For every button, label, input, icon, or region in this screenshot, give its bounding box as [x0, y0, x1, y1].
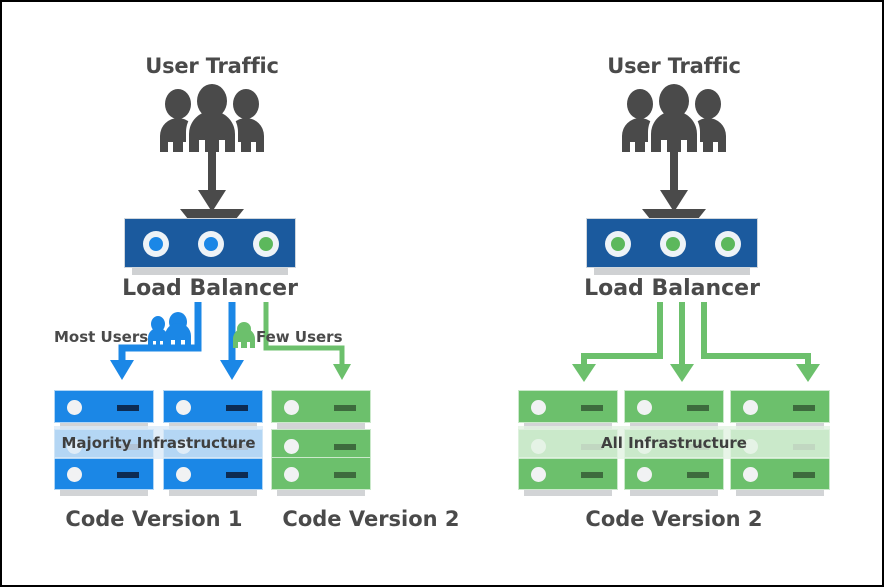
server-unit [730, 390, 830, 429]
code-version-2-label-left: Code Version 2 [282, 507, 460, 531]
majority-infrastructure-band: Majority Infrastructure [54, 426, 263, 459]
left-routing-connectors [42, 302, 382, 388]
server-led-icon [637, 467, 652, 482]
server-slot-icon [334, 405, 356, 411]
server-body [163, 457, 263, 490]
server-body [730, 457, 830, 490]
left-users-group-icon [156, 79, 268, 152]
left-load-balancer-box [124, 218, 296, 268]
server-led-icon [743, 400, 758, 415]
server-unit [624, 390, 724, 429]
server-body [624, 390, 724, 423]
server-shadow [736, 490, 824, 496]
server-body [271, 429, 371, 462]
server-slot-icon [226, 472, 248, 478]
server-shadow [277, 423, 365, 429]
server-led-icon [637, 400, 652, 415]
server-slot-icon [117, 405, 139, 411]
server-slot-icon [581, 472, 603, 478]
server-slot-icon [117, 472, 139, 478]
right-user-traffic-title: User Traffic [607, 54, 741, 78]
majority-infrastructure-label: Majority Infrastructure [61, 433, 256, 452]
right-load-balancer-label: Load Balancer [584, 276, 760, 301]
right-load-balancer-cap [642, 209, 706, 219]
server-body [54, 390, 154, 423]
lb-led-3 [715, 231, 741, 257]
lb-led-3 [253, 231, 279, 257]
right-users-group-icon [618, 79, 730, 152]
server-unit [54, 390, 154, 429]
server-body [518, 457, 618, 490]
server-shadow [524, 490, 612, 496]
left-load-balancer-label: Load Balancer [122, 276, 298, 301]
lb-led-2 [660, 231, 686, 257]
server-slot-icon [334, 472, 356, 478]
server-unit [271, 457, 371, 496]
lb-led-2 [198, 231, 224, 257]
server-unit [730, 457, 830, 496]
all-infrastructure-label: All Infrastructure [601, 433, 747, 452]
server-led-icon [67, 467, 82, 482]
server-led-icon [284, 400, 299, 415]
server-unit [518, 457, 618, 496]
server-slot-icon [793, 405, 815, 411]
right-routing-connectors [522, 302, 862, 388]
right-load-balancer-box [586, 218, 758, 268]
server-body [518, 390, 618, 423]
left-traffic-down-arrow-icon [196, 152, 228, 214]
all-infrastructure-band: All Infrastructure [518, 426, 830, 459]
two-people-icon [147, 312, 193, 348]
right-traffic-down-arrow-icon [658, 152, 690, 214]
server-slot-icon [226, 405, 248, 411]
band-overlay [54, 426, 263, 459]
server-shadow [60, 490, 148, 496]
server-led-icon [176, 467, 191, 482]
left-load-balancer-cap [180, 209, 244, 219]
server-unit [163, 390, 263, 429]
left-load-balancer-shadow [132, 268, 288, 275]
server-body [163, 390, 263, 423]
server-body [54, 457, 154, 490]
few-users-label: Few Users [256, 328, 343, 346]
server-body [624, 457, 724, 490]
server-shadow [630, 490, 718, 496]
code-version-1-label: Code Version 1 [65, 507, 243, 531]
server-unit [518, 390, 618, 429]
server-body [730, 390, 830, 423]
server-led-icon [67, 400, 82, 415]
server-slot-icon [687, 472, 709, 478]
server-slot-icon [793, 472, 815, 478]
server-unit [54, 457, 154, 496]
server-led-icon [531, 467, 546, 482]
server-body [271, 390, 371, 423]
server-unit [271, 390, 371, 429]
lb-led-1 [143, 231, 169, 257]
left-user-traffic-title: User Traffic [145, 54, 279, 78]
code-version-2-label-right: Code Version 2 [585, 507, 763, 531]
right-load-balancer-shadow [594, 268, 750, 275]
server-body [271, 457, 371, 490]
server-led-icon [531, 400, 546, 415]
server-unit [624, 457, 724, 496]
server-led-icon [284, 467, 299, 482]
server-slot-icon [581, 405, 603, 411]
server-unit [163, 457, 263, 496]
lb-led-1 [605, 231, 631, 257]
band-overlay [518, 426, 830, 459]
server-led-icon [284, 439, 299, 454]
server-led-icon [743, 467, 758, 482]
server-slot-icon [687, 405, 709, 411]
server-led-icon [176, 400, 191, 415]
server-shadow [277, 490, 365, 496]
most-users-label: Most Users [54, 328, 149, 346]
one-person-icon [232, 322, 256, 348]
server-slot-icon [334, 444, 356, 450]
server-shadow [169, 490, 257, 496]
